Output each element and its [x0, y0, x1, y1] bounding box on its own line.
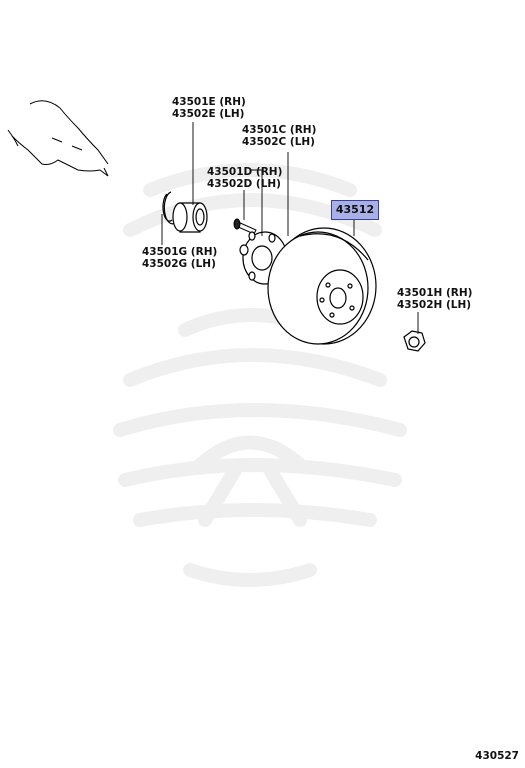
hub-bearing: [172, 202, 208, 233]
callout-43501e-rh: 43501E (RH): [172, 96, 246, 108]
callout-43501c-rh: 43501C (RH): [242, 124, 317, 136]
callout-43501h-lh: 43502H (LH): [397, 299, 472, 311]
callout-43501g[interactable]: 43501G (RH) 43502G (LH): [142, 246, 217, 270]
callout-43501g-rh: 43501G (RH): [142, 246, 218, 258]
callout-43501d-lh: 43502D (LH): [207, 178, 281, 190]
watermark-logo: [113, 163, 407, 587]
figure-number: 430527: [475, 750, 519, 762]
knuckle-sketch: [7, 100, 109, 177]
disc-rotor: [267, 227, 377, 345]
callout-43501c[interactable]: 43501C (RH) 43502C (LH): [242, 124, 316, 148]
callout-43501h-rh: 43501H (RH): [397, 287, 473, 299]
callout-43512-highlighted[interactable]: 43512: [331, 200, 379, 220]
hub-nut: [403, 330, 426, 352]
callout-43501c-lh: 43502C (LH): [242, 136, 315, 148]
callout-43501h[interactable]: 43501H (RH) 43502H (LH): [397, 287, 472, 311]
leader-lines: [161, 122, 419, 334]
callout-43501e-lh: 43502E (LH): [172, 108, 245, 120]
callout-43501g-lh: 43502G (LH): [142, 258, 216, 270]
callout-43501d-rh: 43501D (RH): [207, 166, 283, 178]
callout-43501d[interactable]: 43501D (RH) 43502D (LH): [207, 166, 282, 190]
snap-ring: [162, 191, 177, 225]
callout-43501e[interactable]: 43501E (RH) 43502E (LH): [172, 96, 246, 120]
